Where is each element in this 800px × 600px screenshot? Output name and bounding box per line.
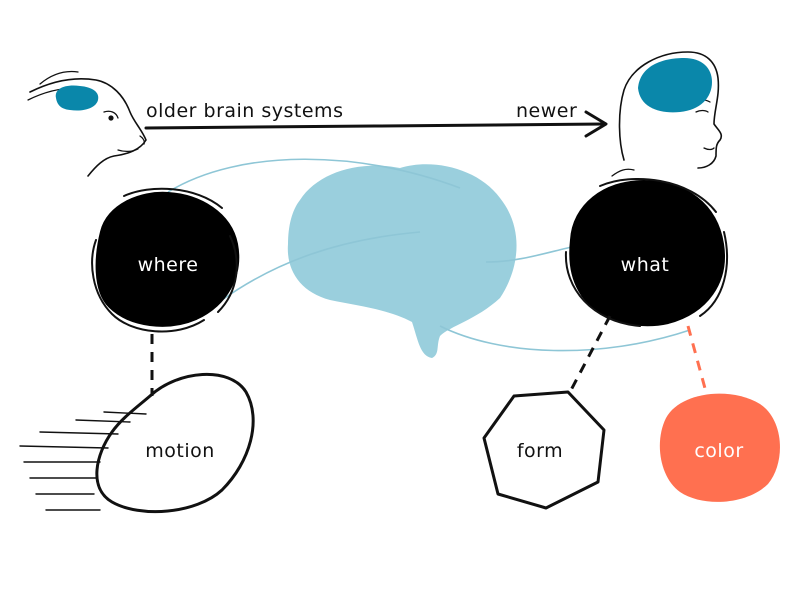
what-node: what [564,177,728,327]
motion-label: motion [145,440,215,462]
animal-brain-region [55,85,99,111]
pathway-where-lower [221,231,421,301]
motion-node: motion [19,372,255,514]
what-label: what [621,254,670,276]
color-label: color [694,440,743,462]
where-label: where [138,254,199,276]
color-shape [659,393,780,502]
pathway-where-upper [167,158,461,193]
where-node: where [91,187,240,333]
where-scribble [95,191,240,327]
animal-head-sketch [27,70,147,177]
motion-shape [95,372,255,514]
pathway-what-upper [485,245,577,263]
what-scribble [569,180,725,327]
human-brain-region [638,58,712,113]
timeline-start-label: older brain systems [146,100,343,122]
color-node: color [659,393,780,502]
what-to-form-link [568,315,612,393]
what-to-color-link [686,325,708,393]
timeline-arrow-head-icon [584,110,608,138]
neural-pathways [167,158,691,352]
animal-eye-icon [108,115,114,121]
central-brain-shape [287,164,517,358]
form-shape [482,390,606,510]
timeline-end-label: newer [516,100,577,122]
pathway-what-lower [439,325,691,352]
timeline-arrow-line [144,122,606,130]
motion-speed-lines-icon [19,411,147,511]
form-node: form [482,390,606,510]
form-label: form [517,440,563,462]
